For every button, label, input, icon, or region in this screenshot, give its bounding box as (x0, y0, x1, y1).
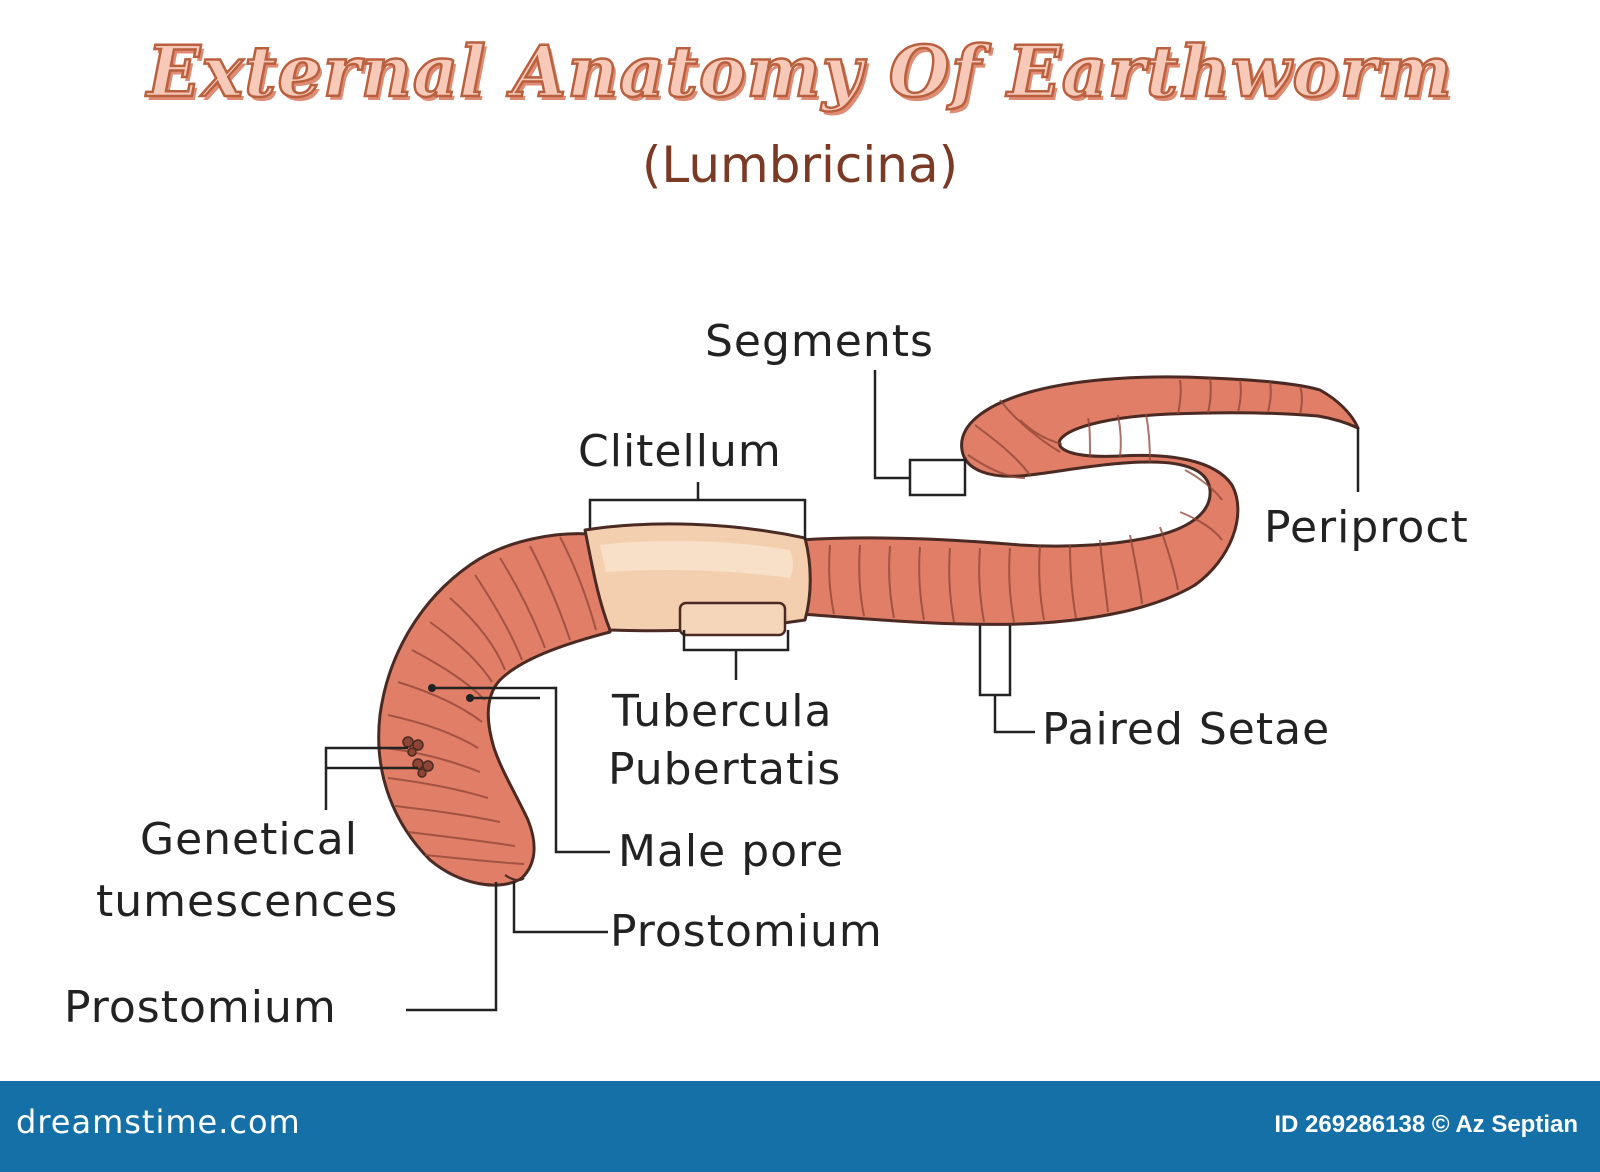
diagram-subtitle: (Lumbricina) (641, 136, 959, 194)
earthworm-illustration (324, 370, 1360, 1012)
segment-rings-tail (828, 377, 1303, 623)
label-paired-setae: Paired Setae (1042, 704, 1331, 755)
diagram-title: External Anatomy Of Earthworm (146, 29, 1453, 115)
label-periproct: Periproct (1264, 502, 1469, 553)
tubercula-pubertatis-mark (678, 601, 787, 637)
label-tumescences: tumescences (96, 876, 399, 927)
label-genetical: Genetical (140, 814, 358, 865)
label-prostomium-right: Prostomium (610, 906, 883, 957)
clitellum-highlight (600, 540, 793, 578)
footer-bar: dreamstime.com ID 269286138 © Az Septian (0, 1081, 1600, 1172)
label-male-pore: Male pore (618, 826, 845, 877)
footer-credit: ID 269286138 © Az Septian (1274, 1111, 1578, 1138)
label-clitellum: Clitellum (578, 426, 782, 477)
label-pubertatis: Pubertatis (608, 744, 842, 795)
callout-lines (324, 370, 1360, 1012)
label-segments: Segments (705, 316, 934, 367)
prostomium-tip (504, 874, 525, 882)
label-tubercula: Tubercula (612, 686, 833, 737)
footer-brand[interactable]: dreamstime.com (16, 1103, 301, 1141)
genetical-tumescence-marks (402, 736, 434, 778)
label-prostomium-left: Prostomium (64, 982, 337, 1033)
worm-tail-section (798, 375, 1360, 626)
segment-rings-head (384, 536, 597, 865)
